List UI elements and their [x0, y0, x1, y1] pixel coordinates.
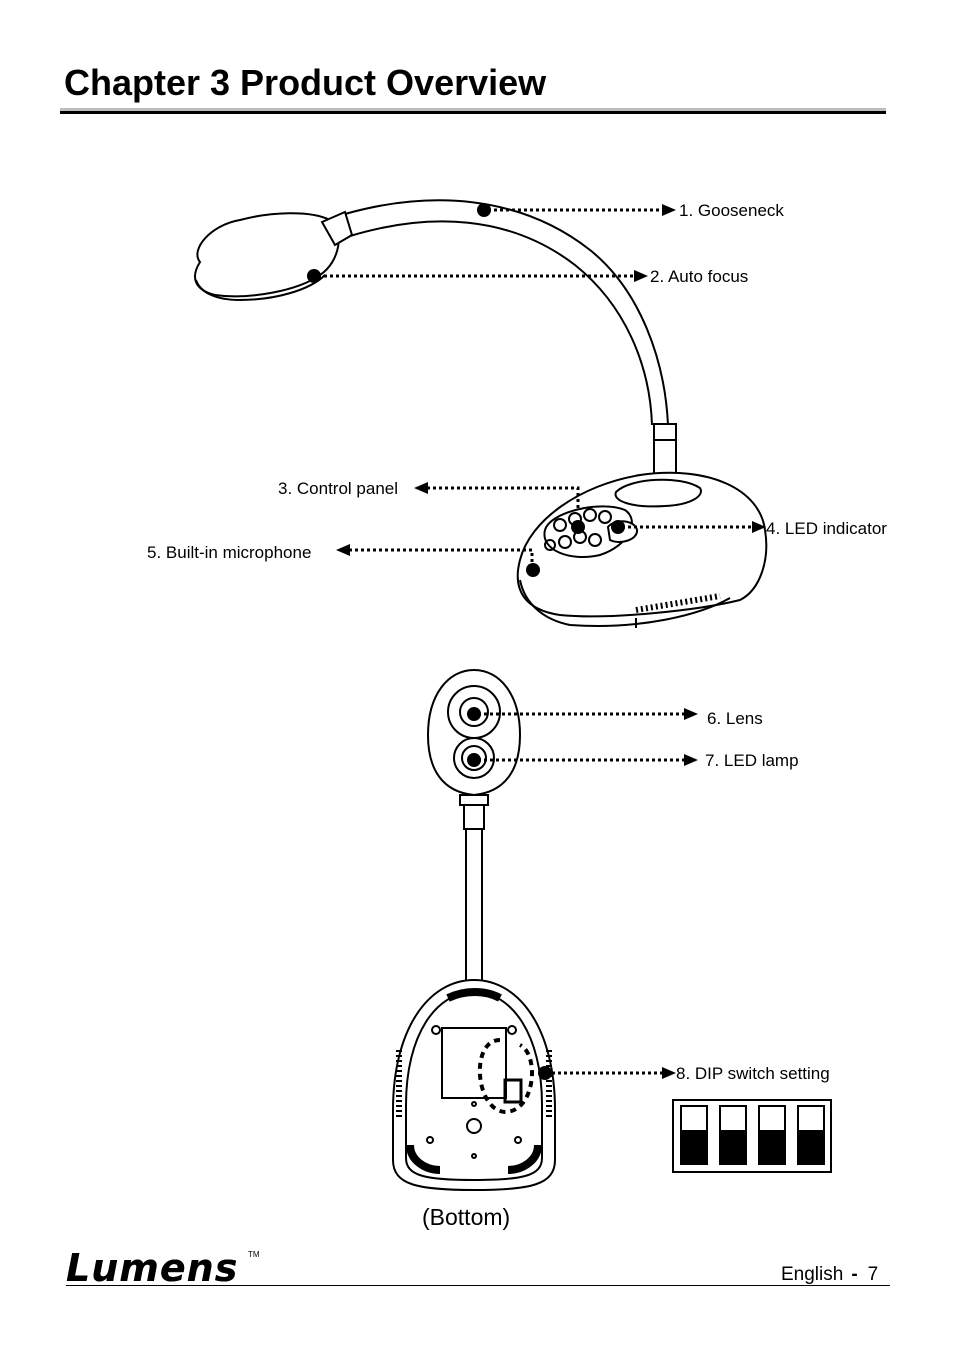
bottom-view-camera — [392, 668, 556, 1192]
page-title: Chapter 3 Product Overview — [64, 62, 547, 103]
title-rule — [60, 108, 886, 114]
footer-rule — [66, 1285, 890, 1286]
callout-led-lamp: 7. LED lamp — [705, 751, 799, 770]
side-view-camera — [194, 199, 768, 628]
footer-page-label: English-7 — [781, 1264, 878, 1286]
lumens-logo: Lumens — [66, 1246, 239, 1290]
callout-microphone: 5. Built-in microphone — [147, 543, 312, 562]
bottom-caption: (Bottom) — [422, 1204, 511, 1230]
footer-separator: - — [851, 1264, 858, 1285]
callout-auto-focus: 2. Auto focus — [650, 267, 749, 286]
side-view-callouts — [318, 208, 752, 568]
footer-page-number: 7 — [867, 1264, 879, 1285]
callout-led-indicator: 4. LED indicator — [766, 519, 887, 538]
dip-switch-diagram — [672, 1099, 832, 1173]
bottom-view-arrowheads — [467, 707, 698, 1080]
callout-lens: 6. Lens — [707, 709, 763, 728]
side-view-arrowheads — [307, 203, 766, 577]
trademark-mark: TM — [248, 1250, 260, 1259]
callout-dip-switch: 8. DIP switch setting — [676, 1064, 830, 1083]
footer-language: English — [781, 1264, 844, 1285]
bottom-view-callouts — [478, 712, 684, 1075]
callout-control-panel: 3. Control panel — [278, 479, 399, 498]
callout-gooseneck: 1. Gooseneck — [679, 201, 784, 220]
